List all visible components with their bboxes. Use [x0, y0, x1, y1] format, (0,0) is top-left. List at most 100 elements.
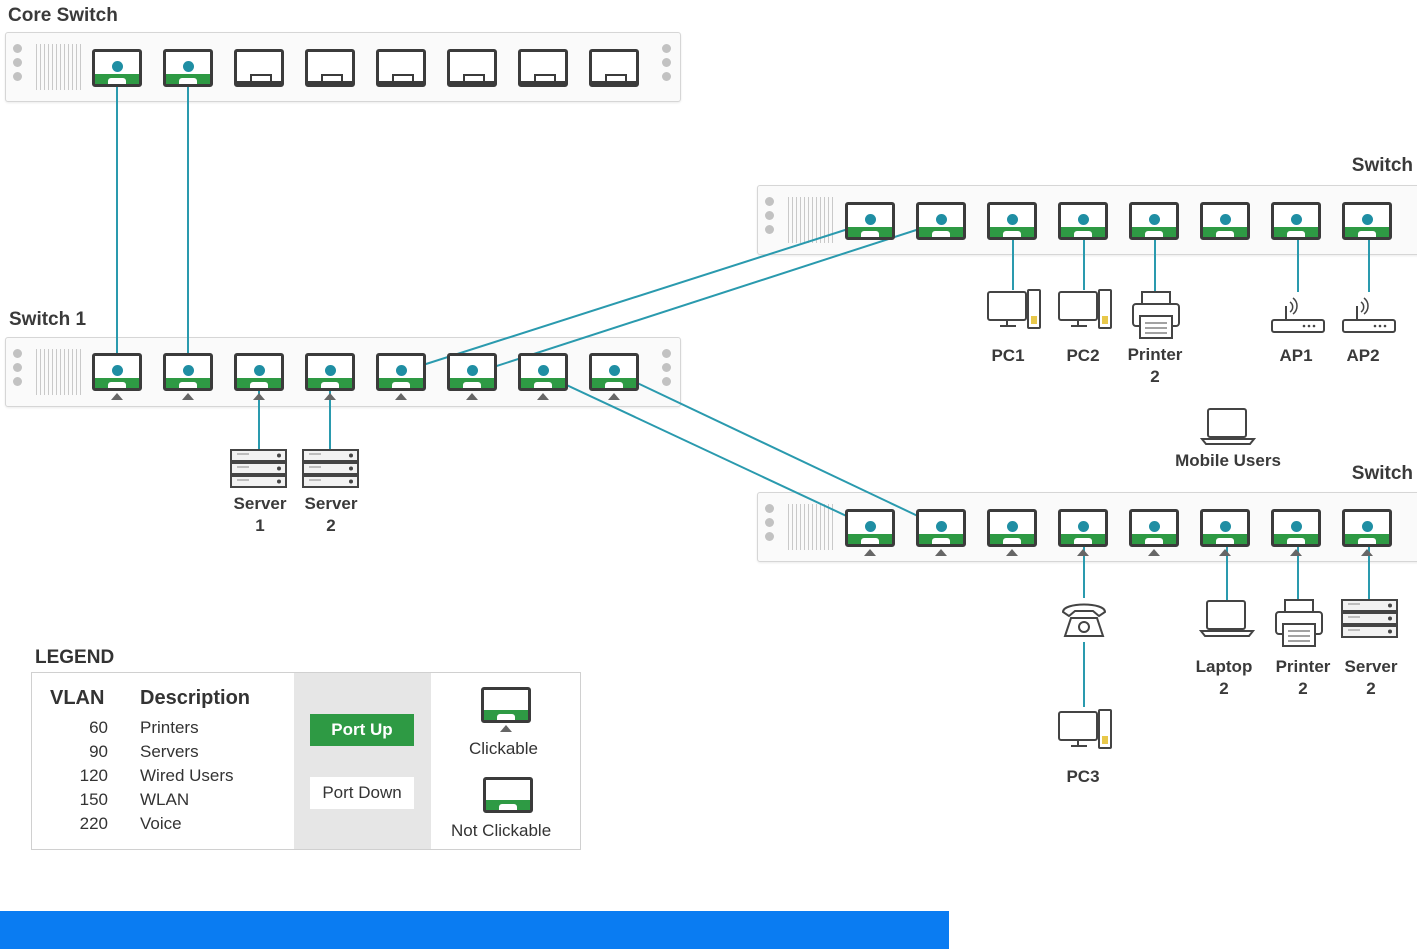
ap-1-label: AP1 [1279, 346, 1313, 365]
clickable-arrow-icon [1006, 549, 1018, 556]
legend-vlan-id: 90 [89, 742, 108, 761]
clickable-arrow-icon [1077, 549, 1089, 556]
laptop-2-icon[interactable] [1199, 598, 1255, 638]
s3-port-6[interactable] [1200, 509, 1250, 547]
s2-port-4 [1058, 202, 1108, 240]
phone-icon[interactable] [1059, 598, 1109, 640]
s1-port-7[interactable] [518, 353, 568, 391]
ap-2-label: AP2 [1346, 346, 1380, 365]
legend-title: LEGEND [35, 647, 115, 668]
s3-port-1[interactable] [845, 509, 895, 547]
legend-clickable-port-icon [481, 687, 531, 723]
pc-3-icon[interactable] [1057, 708, 1113, 754]
legend-not-clickable-label: Not Clickable [451, 821, 552, 840]
legend-vlan-id: 60 [89, 718, 108, 737]
s3-port-4[interactable] [1058, 509, 1108, 547]
legend-clickable-label: Clickable [469, 739, 538, 758]
link-dot-icon [608, 365, 620, 376]
s1-port-1[interactable] [92, 353, 142, 391]
ap-2-icon[interactable] [1339, 288, 1399, 338]
clickable-arrow-icon [608, 393, 620, 400]
core-port-5 [376, 49, 426, 87]
legend-port-status: Port Up Port Down [294, 673, 431, 849]
clickable-arrow-icon [466, 393, 478, 400]
link-dot-icon [1006, 521, 1018, 532]
clickable-arrow-icon [1361, 549, 1373, 556]
s3-port-2[interactable] [916, 509, 966, 547]
pc-1-label: PC1 [991, 346, 1025, 365]
link-dot-icon [1148, 521, 1160, 532]
clickable-arrow-icon [324, 393, 336, 400]
link-dot-icon [1290, 214, 1302, 225]
link-dot-icon [253, 365, 265, 376]
s1-port-3[interactable] [234, 353, 284, 391]
link-dot-icon [182, 61, 194, 72]
legend-box: VLAN Description 60 Printers 90 Servers … [31, 672, 581, 850]
s3-port-7[interactable] [1271, 509, 1321, 547]
core-switch-label: Core Switch [8, 5, 118, 26]
legend-vlan-desc: Printers [140, 718, 199, 737]
legend-vlan-desc: WLAN [140, 790, 190, 809]
pc-2-icon[interactable] [1057, 288, 1113, 334]
link-dot-icon [1219, 521, 1231, 532]
mobile-users-icon[interactable] [1200, 406, 1256, 446]
legend-vlan-desc: Voice [140, 814, 182, 833]
legend-port-up: Port Up [310, 714, 414, 746]
clickable-arrow-icon [395, 393, 407, 400]
printer-bottom-icon[interactable] [1273, 598, 1325, 648]
link-dot-icon [1361, 521, 1373, 532]
core-port-3 [234, 49, 284, 87]
pc-3-label: PC3 [1066, 767, 1100, 786]
link-s1p6-s2p2 [471, 221, 942, 375]
pc-1-icon[interactable] [986, 288, 1042, 334]
s2-port-1 [845, 202, 895, 240]
legend-vlan-id: 120 [79, 766, 108, 785]
s2-port-6 [1200, 202, 1250, 240]
clickable-arrow-icon [111, 393, 123, 400]
legend-vlan-id: 220 [79, 814, 108, 833]
clickable-arrow-icon [1290, 549, 1302, 556]
link-dot-icon [864, 214, 876, 225]
core-port-6 [447, 49, 497, 87]
link-dot-icon [324, 365, 336, 376]
core-port-4 [305, 49, 355, 87]
s1-port-4[interactable] [305, 353, 355, 391]
s1-port-5[interactable] [376, 353, 426, 391]
s3-port-3[interactable] [987, 509, 1037, 547]
server-1-icon[interactable] [229, 448, 289, 490]
ap-1-icon[interactable] [1268, 288, 1328, 338]
s1-port-6[interactable] [447, 353, 497, 391]
link-dot-icon [864, 521, 876, 532]
s3-port-5[interactable] [1129, 509, 1179, 547]
switch-3-label: Switch [1351, 463, 1413, 484]
s1-port-2[interactable] [163, 353, 213, 391]
link-dot-icon [395, 365, 407, 376]
s3-port-8[interactable] [1342, 509, 1392, 547]
server-bottom-icon[interactable] [1340, 598, 1400, 640]
pc-2-label: PC2 [1066, 346, 1100, 365]
clickable-arrow-icon [253, 393, 265, 400]
link-dot-icon [111, 365, 123, 376]
link-dot-icon [935, 214, 947, 225]
s2-port-2 [916, 202, 966, 240]
mobile-users-label: Mobile Users [1175, 451, 1281, 470]
link-dot-icon [1361, 214, 1373, 225]
legend-description-header: Description [140, 687, 251, 709]
link-dot-icon [182, 365, 194, 376]
link-dot-icon [1006, 214, 1018, 225]
server-2-icon[interactable] [301, 448, 361, 490]
link-s1p8-s3p2 [613, 371, 942, 528]
link-s1p7-s3p1 [542, 373, 871, 528]
legend-vlan-id: 150 [79, 790, 108, 809]
link-s1p5-s2p1 [400, 221, 871, 373]
legend-not-clickable-port-icon [483, 777, 533, 813]
s2-port-7 [1271, 202, 1321, 240]
link-dot-icon [1219, 214, 1231, 225]
core-port-7 [518, 49, 568, 87]
legend-vlan-desc: Servers [140, 742, 199, 761]
printer-top-icon[interactable] [1130, 290, 1182, 340]
link-dot-icon [537, 365, 549, 376]
s1-port-8[interactable] [589, 353, 639, 391]
